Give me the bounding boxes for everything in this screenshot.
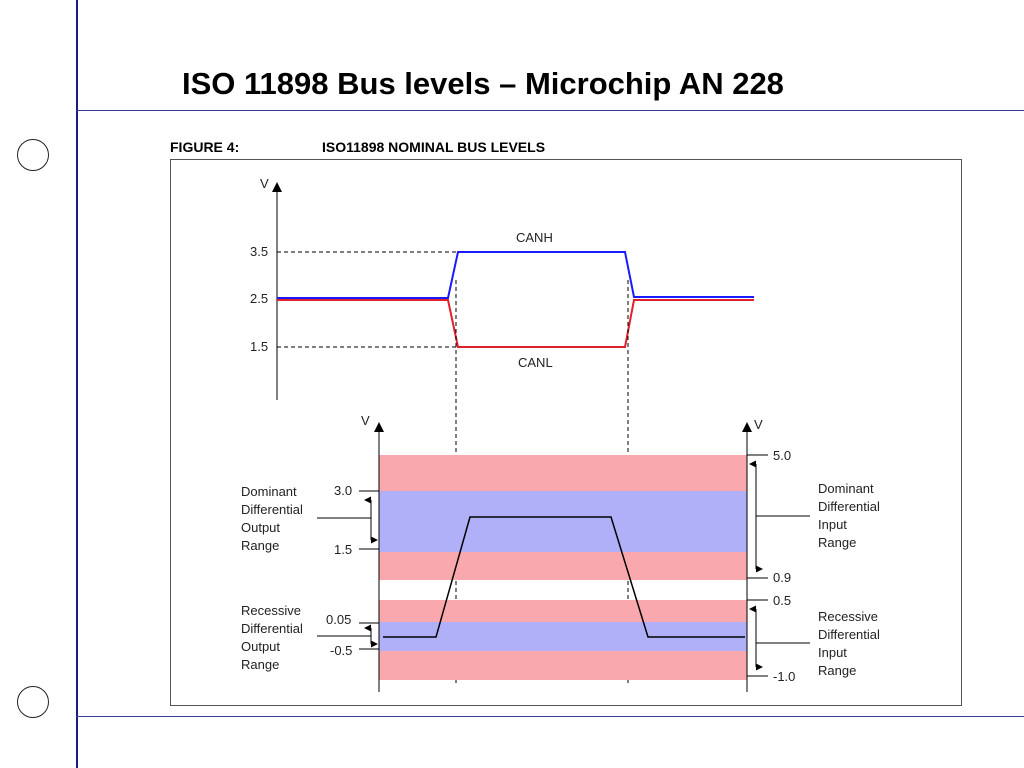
left-tick-neg-0-5: -0.5: [330, 643, 352, 658]
top-y-axis-arrow-icon: [272, 182, 282, 192]
band-recessive-input-lower: [379, 651, 747, 680]
left-tick-3-0: 3.0: [334, 483, 352, 498]
svg-text:Differential: Differential: [241, 502, 303, 517]
differential-voltage-trace: [383, 516, 745, 638]
svg-text:Input: Input: [818, 645, 847, 660]
svg-text:Range: Range: [818, 535, 856, 550]
binder-hole-top: [17, 139, 49, 171]
svg-text:Differential: Differential: [818, 499, 880, 514]
top-tick-1-5: 1.5: [250, 339, 268, 354]
svg-text:Dominant: Dominant: [818, 481, 874, 496]
slide-bottom-rule: [76, 716, 1024, 717]
svg-text:Range: Range: [241, 538, 279, 553]
bottom-left-axis-label: V: [361, 413, 370, 428]
svg-text:Recessive: Recessive: [818, 609, 878, 624]
recessive-input-annotation: Recessive Differential Input Range: [818, 609, 880, 678]
canh-trace: [277, 251, 754, 299]
canh-label: CANH: [516, 230, 553, 245]
slide-left-rule: [76, 0, 78, 768]
svg-text:Range: Range: [818, 663, 856, 678]
right-tick-neg-1-0: -1.0: [773, 669, 795, 684]
left-tick-1-5: 1.5: [334, 542, 352, 557]
svg-text:Differential: Differential: [241, 621, 303, 636]
svg-text:Output: Output: [241, 520, 280, 535]
svg-text:Range: Range: [241, 657, 279, 672]
recessive-output-annotation: Recessive Differential Output Range: [241, 603, 303, 672]
right-tick-0-5: 0.5: [773, 593, 791, 608]
bottom-left-axis-arrow-icon: [374, 422, 384, 432]
dominant-input-annotation: Dominant Differential Input Range: [818, 481, 880, 550]
bottom-plot: V V 3.0 1.5 0.05 -0.5 Dominant Different…: [241, 413, 880, 692]
right-tick-5-0: 5.0: [773, 448, 791, 463]
band-dominant-input-lower: [379, 552, 747, 580]
svg-text:Dominant: Dominant: [241, 484, 297, 499]
slide-title: ISO 11898 Bus levels – Microchip AN 228: [182, 66, 784, 101]
binder-hole-bottom: [17, 686, 49, 718]
top-plot: V 3.5 2.5 1.5 CANH CANL: [250, 176, 754, 400]
right-tick-0-9: 0.9: [773, 570, 791, 585]
svg-text:Input: Input: [818, 517, 847, 532]
slide-top-rule: [76, 110, 1024, 111]
top-y-axis-label: V: [260, 176, 269, 191]
figure-frame: [170, 159, 962, 706]
dominant-output-annotation: Dominant Differential Output Range: [241, 484, 303, 553]
band-dominant-output: [379, 491, 747, 552]
bottom-right-axis-label: V: [754, 417, 763, 432]
svg-text:Output: Output: [241, 639, 280, 654]
band-dominant-input-upper: [379, 455, 747, 491]
svg-text:Recessive: Recessive: [241, 603, 301, 618]
band-recessive-input-upper: [379, 600, 747, 622]
figure-number: FIGURE 4:: [170, 139, 240, 155]
bottom-right-axis-arrow-icon: [742, 422, 752, 432]
left-tick-0-05: 0.05: [326, 612, 351, 627]
top-tick-2-5: 2.5: [250, 291, 268, 306]
canl-trace: [277, 299, 754, 348]
svg-text:Differential: Differential: [818, 627, 880, 642]
figure-caption: ISO11898 NOMINAL BUS LEVELS: [322, 139, 546, 155]
canl-label: CANL: [518, 355, 553, 370]
top-tick-3-5: 3.5: [250, 244, 268, 259]
